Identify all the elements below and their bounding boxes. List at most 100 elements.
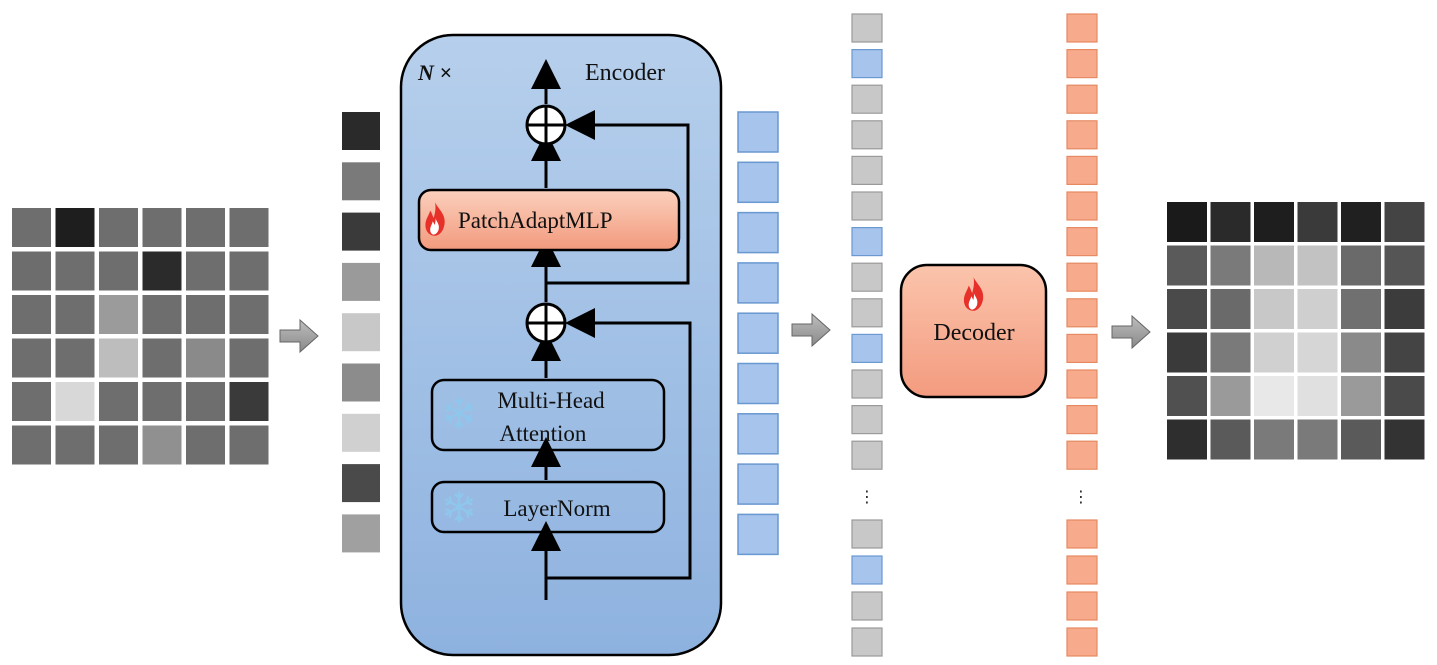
reconstructed-patch xyxy=(1297,419,1338,460)
encoded-token xyxy=(737,262,779,304)
image-patch xyxy=(55,251,95,291)
output-token xyxy=(1066,13,1098,43)
reconstructed-patch xyxy=(1167,202,1207,242)
reconstructed-patch xyxy=(1384,202,1425,242)
image-patch xyxy=(229,295,269,334)
reconstructed-patch xyxy=(1210,245,1251,286)
reconstructed-patch xyxy=(1384,419,1425,460)
output-token xyxy=(1066,555,1098,585)
mask-token xyxy=(851,191,883,221)
visible-patch xyxy=(342,212,380,251)
reconstructed-patch xyxy=(1254,332,1294,373)
output-token xyxy=(1066,298,1098,328)
visible-token xyxy=(851,333,883,363)
image-patch xyxy=(229,338,269,378)
output-token xyxy=(1066,440,1098,470)
flow-arrow-3 xyxy=(1111,314,1151,350)
visible-token xyxy=(851,227,883,257)
reconstructed-output-grid xyxy=(1167,202,1425,460)
mask-token xyxy=(851,155,883,185)
mask-token xyxy=(851,120,883,150)
encoded-token xyxy=(737,513,779,556)
reconstructed-patch xyxy=(1297,202,1338,242)
encoder-title: Encoder xyxy=(585,60,665,86)
plus-circle-icon xyxy=(525,104,567,146)
output-token xyxy=(1066,155,1098,185)
reconstructed-patch xyxy=(1341,202,1381,242)
output-token xyxy=(1066,333,1098,363)
visible-token xyxy=(851,555,883,585)
decoder-block: Decoder xyxy=(899,263,1048,399)
reconstructed-patch xyxy=(1254,202,1294,242)
image-patch xyxy=(55,382,95,421)
image-patch xyxy=(55,208,95,247)
image-patch xyxy=(12,338,51,378)
image-patch xyxy=(229,425,269,465)
reconstructed-patch xyxy=(1254,245,1294,286)
image-patch xyxy=(99,382,138,421)
mask-token xyxy=(851,627,883,657)
encoded-token xyxy=(737,161,779,204)
image-patch xyxy=(186,251,225,291)
output-token xyxy=(1066,84,1098,114)
encoder-block: N × Encoder PatchAdaptMLP xyxy=(399,33,723,657)
image-patch xyxy=(12,295,51,334)
mha-label-line1: Multi-Head xyxy=(497,388,605,413)
mask-token xyxy=(851,13,883,43)
image-patch xyxy=(142,382,182,421)
layernorm-label: LayerNorm xyxy=(503,496,610,521)
mask-token xyxy=(851,298,883,328)
reconstructed-patch xyxy=(1254,419,1294,460)
reconstructed-patch xyxy=(1341,245,1381,286)
image-patch xyxy=(186,338,225,378)
reconstructed-patch xyxy=(1297,289,1338,329)
reconstructed-patch xyxy=(1341,332,1381,373)
image-patch xyxy=(229,251,269,291)
output-token xyxy=(1066,120,1098,150)
token-sequence-column xyxy=(851,13,883,657)
output-tokens-column xyxy=(1066,13,1098,657)
repeat-label: N × xyxy=(417,60,452,85)
mask-token xyxy=(851,519,883,549)
reconstructed-patch xyxy=(1384,289,1425,329)
image-patch xyxy=(186,208,225,247)
mask-token xyxy=(851,440,883,470)
image-patch xyxy=(142,425,182,465)
image-patch xyxy=(99,425,138,465)
reconstructed-patch xyxy=(1297,376,1338,416)
reconstructed-patch xyxy=(1167,376,1207,416)
output-token xyxy=(1066,48,1098,79)
image-patch xyxy=(12,382,51,421)
image-patch xyxy=(142,208,182,247)
reconstructed-patch xyxy=(1297,245,1338,286)
image-patch xyxy=(229,382,269,421)
reconstructed-patch xyxy=(1210,419,1251,460)
visible-patch xyxy=(342,162,380,201)
encoded-token xyxy=(737,312,779,354)
decoder-label: Decoder xyxy=(933,320,1014,346)
mask-token xyxy=(851,405,883,435)
image-patch xyxy=(12,425,51,465)
reconstructed-patch xyxy=(1210,376,1251,416)
masked-input-grid xyxy=(12,208,269,465)
encoded-token xyxy=(737,463,779,505)
multi-head-attention-block: Multi-Head Attention xyxy=(430,378,666,452)
reconstructed-patch xyxy=(1210,332,1251,373)
visible-patch xyxy=(342,363,380,402)
mha-label-line2: Attention xyxy=(500,421,587,446)
image-patch xyxy=(12,251,51,291)
visible-patch xyxy=(342,262,380,301)
mask-token xyxy=(851,591,883,621)
mask-token xyxy=(851,262,883,292)
image-patch xyxy=(12,208,51,247)
output-token xyxy=(1066,519,1098,549)
image-patch xyxy=(142,251,182,291)
reconstructed-patch xyxy=(1210,289,1251,329)
reconstructed-patch xyxy=(1341,376,1381,416)
image-patch xyxy=(99,251,138,291)
flow-arrow-2 xyxy=(791,312,831,348)
reconstructed-patch xyxy=(1341,419,1381,460)
image-patch xyxy=(99,295,138,334)
image-patch xyxy=(99,208,138,247)
